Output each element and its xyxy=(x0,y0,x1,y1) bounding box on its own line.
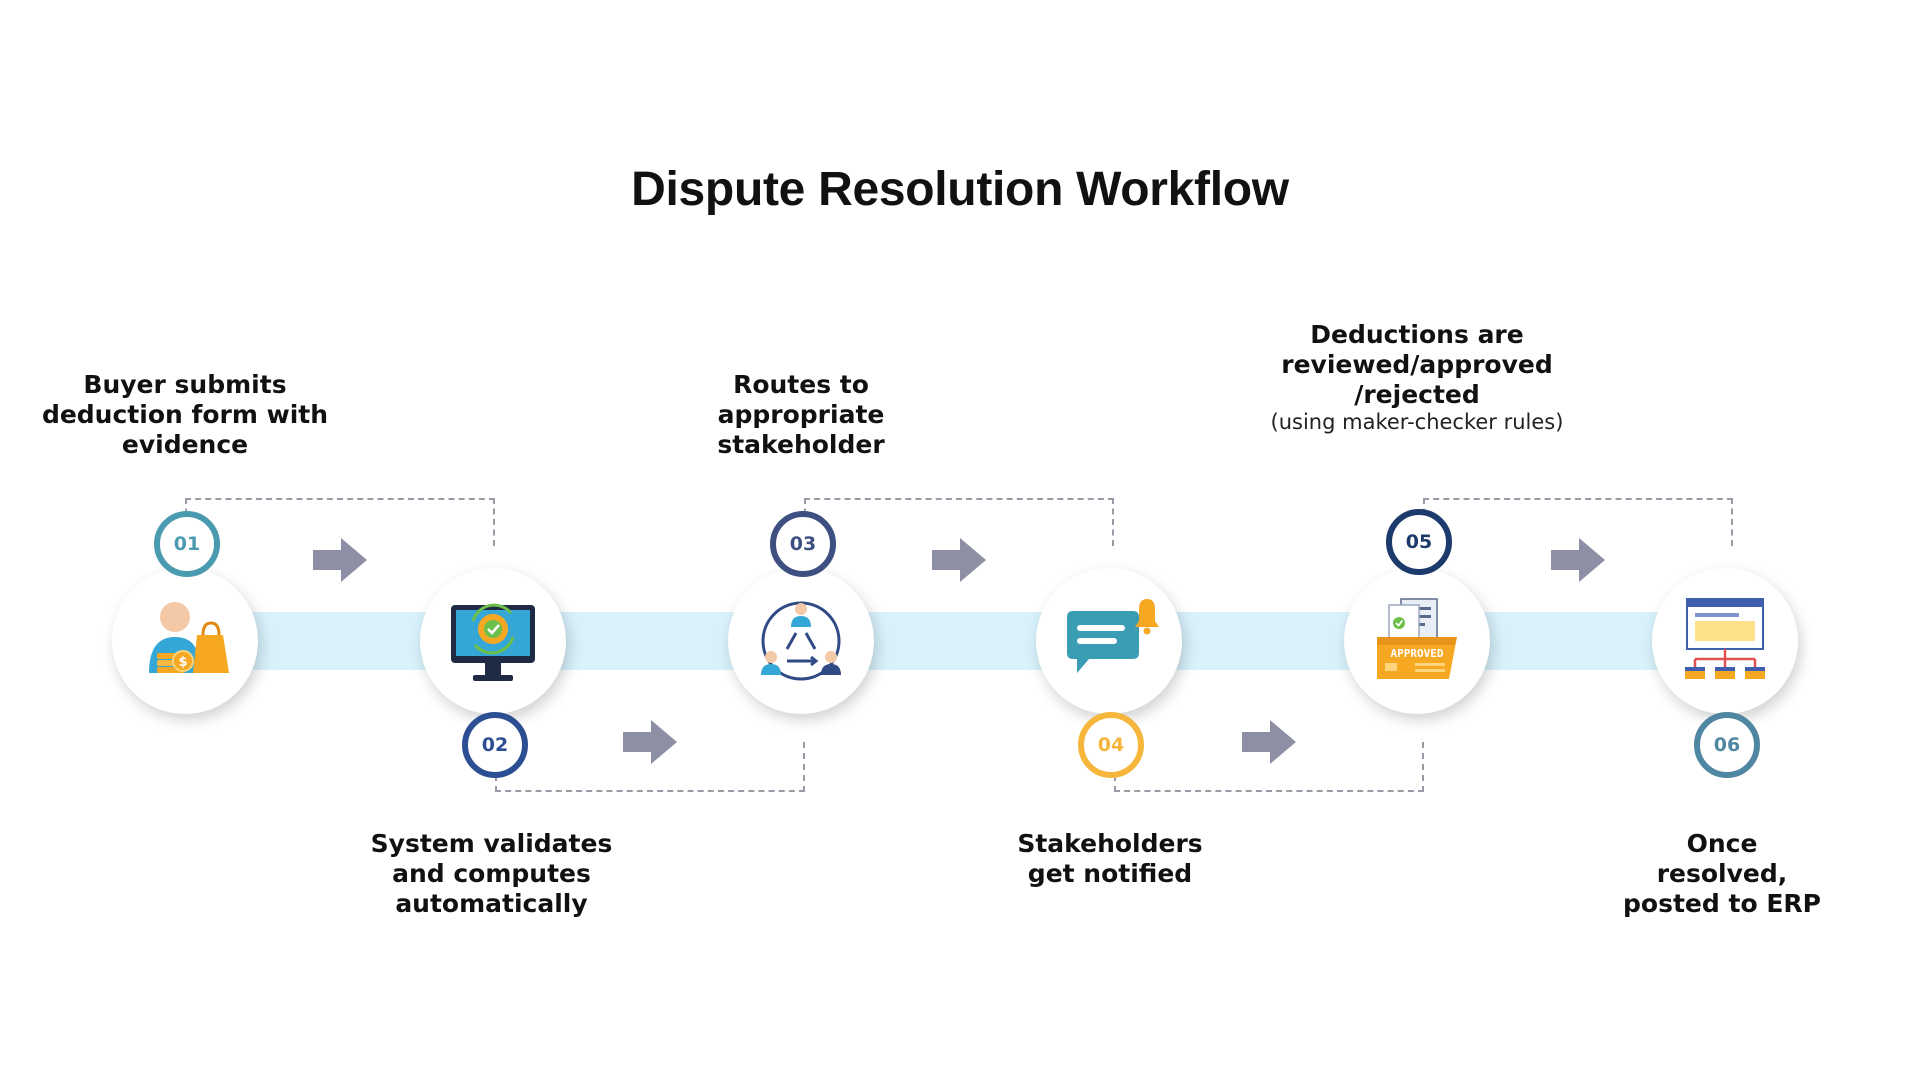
step-1-badge: 01 xyxy=(154,511,220,577)
arrow-right-icon xyxy=(932,538,986,582)
step-6-badge: 06 xyxy=(1694,712,1760,778)
arrow-right-icon xyxy=(1551,538,1605,582)
step-1-circle: $ xyxy=(112,568,258,714)
step-2-label: System validates and computes automatica… xyxy=(370,829,613,918)
stakeholder-network-icon xyxy=(761,601,841,681)
step-4-circle xyxy=(1036,568,1182,714)
step-3-label: Routes to appropriate stakeholder xyxy=(717,370,885,459)
step-2-circle xyxy=(420,568,566,714)
approved-folder-icon: APPROVED xyxy=(1377,598,1457,679)
step-5-circle: APPROVED xyxy=(1344,568,1490,714)
approved-stamp: APPROVED xyxy=(1391,647,1444,660)
step-6-circle xyxy=(1652,568,1798,714)
step-1-label: Buyer submits deduction form with eviden… xyxy=(41,370,329,459)
arrow-right-icon xyxy=(313,538,367,582)
buyer-shopping-icon: $ xyxy=(149,602,229,673)
step-3-circle xyxy=(728,568,874,714)
chat-notification-bell-icon xyxy=(1067,599,1159,673)
step-5-label: Deductions are reviewed/approved /reject… xyxy=(1267,320,1567,435)
step-3-badge: 03 xyxy=(770,511,836,577)
workflow-band xyxy=(185,612,1735,670)
step-2-badge: 02 xyxy=(462,712,528,778)
erp-hierarchy-icon xyxy=(1685,598,1765,679)
step-6-label: Once resolved, posted to ERP xyxy=(1623,829,1821,918)
arrow-right-icon xyxy=(1242,720,1296,764)
page-title: Dispute Resolution Workflow xyxy=(631,163,1289,216)
arrow-right-icon xyxy=(623,720,677,764)
step-5-main-label: Deductions are reviewed/approved /reject… xyxy=(1281,320,1553,409)
step-5-sublabel: (using maker-checker rules) xyxy=(1270,410,1564,434)
step-5-badge: 05 xyxy=(1386,509,1452,575)
computer-gear-check-icon xyxy=(451,603,535,681)
svg-text:$: $ xyxy=(178,655,187,670)
step-4-label: Stakeholders get notified xyxy=(1017,829,1203,888)
step-4-badge: 04 xyxy=(1078,712,1144,778)
